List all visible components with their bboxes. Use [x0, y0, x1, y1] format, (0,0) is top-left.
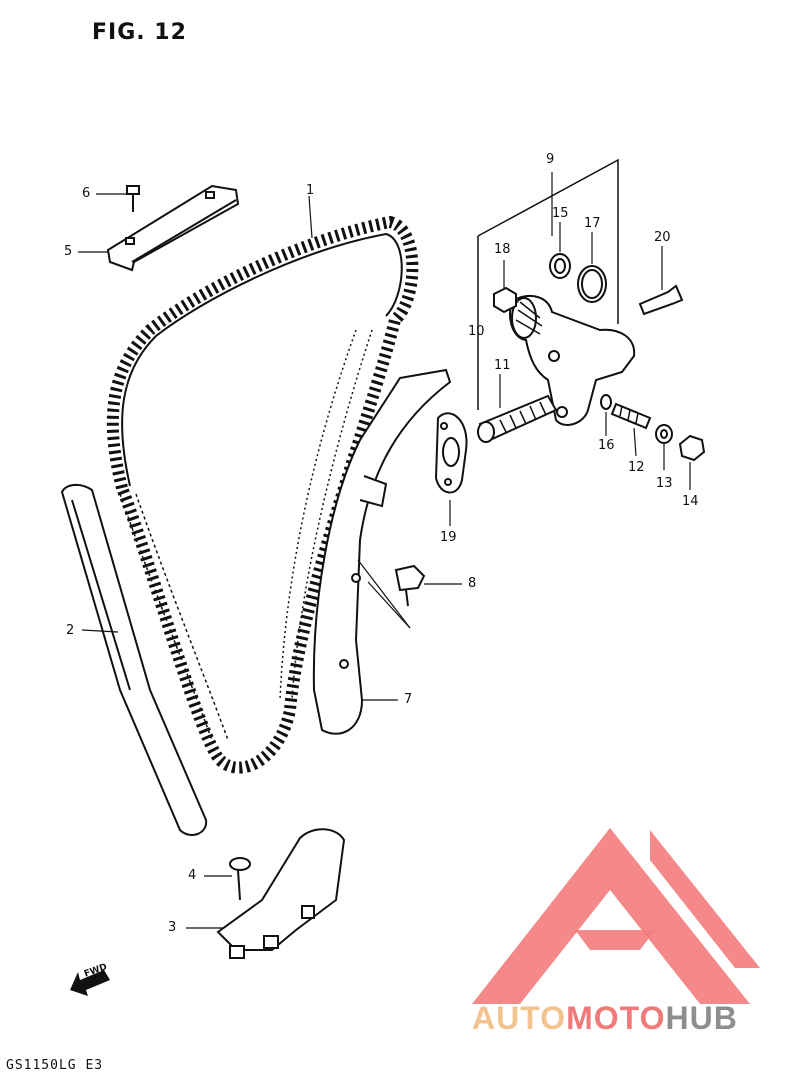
- guide-pivot-bolt: [357, 559, 426, 629]
- front-chain-guide: [60, 484, 208, 836]
- tensioner-gasket: [434, 412, 468, 494]
- watermark-hub: HUB: [665, 1000, 738, 1036]
- guide-bolt: [126, 185, 140, 212]
- chain-tensioner-body: [509, 295, 636, 426]
- automotohub-logo: [472, 828, 760, 1004]
- callout-20: 20: [654, 230, 671, 245]
- callout-15: 15: [552, 206, 569, 221]
- callout-17: 17: [584, 216, 601, 231]
- figure-title: FIG. 12: [92, 20, 187, 45]
- callout-10: 10: [468, 324, 485, 339]
- fwd-arrow-icon: [70, 970, 110, 996]
- callout-9: 9: [546, 152, 555, 167]
- callout-11: 11: [494, 358, 511, 373]
- upper-chain-guide: [106, 184, 240, 272]
- callout-7: 7: [404, 692, 413, 707]
- tensioner-assembly-bracket: [477, 158, 619, 410]
- cam-chain: [106, 215, 419, 774]
- callout-1: 1: [306, 183, 315, 198]
- watermark-auto: AUTO: [472, 1000, 567, 1036]
- tensioner-push-rod: [477, 394, 558, 443]
- lower-chain-guide: [216, 828, 346, 959]
- callout-12: 12: [628, 460, 645, 475]
- callout-8: 8: [468, 576, 477, 591]
- callout-13: 13: [656, 476, 673, 491]
- watermark-brand: AUTOMOTOHUB: [472, 1000, 738, 1037]
- tensioner-chain-guide: [312, 368, 452, 735]
- callout-6: 6: [82, 186, 91, 201]
- tensioner-small-parts: [493, 253, 706, 462]
- leader-lines: [78, 172, 691, 929]
- callout-19: 19: [440, 530, 457, 545]
- callout-5: 5: [64, 244, 73, 259]
- model-code: GS1150LG E3: [6, 1058, 104, 1073]
- callout-2: 2: [66, 623, 75, 638]
- watermark-moto: MOTO: [566, 1000, 666, 1036]
- callout-3: 3: [168, 920, 177, 935]
- callout-4: 4: [188, 868, 197, 883]
- callout-16: 16: [598, 438, 615, 453]
- lower-guide-bolt: [229, 857, 251, 901]
- callout-18: 18: [494, 242, 511, 257]
- callout-14: 14: [682, 494, 699, 509]
